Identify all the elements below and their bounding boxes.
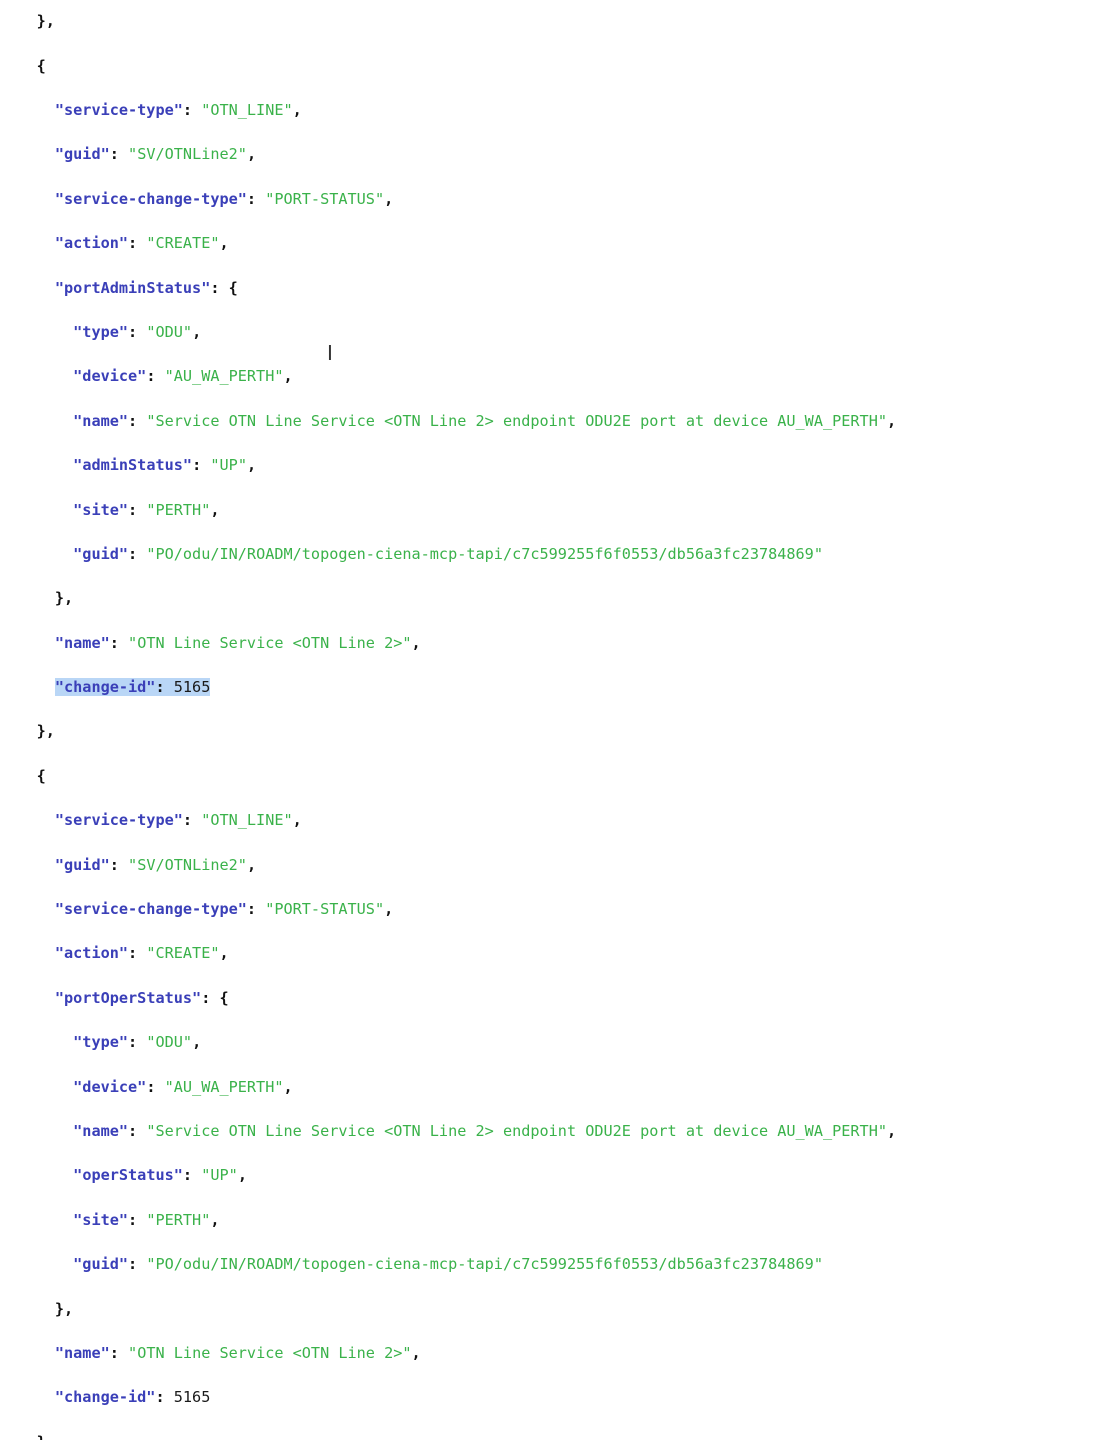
text-cursor-icon: I [327,341,333,365]
type-value: ODU [155,1033,183,1052]
code-line: "guid": "PO/odu/IN/ROADM/topogen-ciena-m… [73,544,823,563]
change-id-value: 5165 [173,1388,211,1407]
code-line: "name": "OTN Line Service <OTN Line 2>", [54,1343,421,1362]
guid-value: SV/OTNLine2 [137,145,238,164]
code-line: "service-type": "OTN_LINE", [54,811,302,830]
record-name-value: OTN Line Service <OTN Line 2> [137,1343,403,1362]
code-line: "operStatus": "UP", [73,1166,247,1185]
code-line: }, [0,722,55,741]
code-line: "type": "ODU", [73,1033,202,1052]
status-name-value: Service OTN Line Service <OTN Line 2> en… [155,1121,878,1140]
code-line: { [0,56,46,75]
site-value: PERTH [155,500,202,519]
code-line: { [0,766,46,785]
code-line: }, [0,12,55,31]
code-line: "site": "PERTH", [73,500,220,519]
code-line: "type": "ODU", [73,322,202,341]
status-name-value: Service OTN Line Service <OTN Line 2> en… [155,411,878,430]
code-line: "guid": "SV/OTNLine2", [54,855,257,874]
action-value: CREATE [155,944,211,963]
change-id-value: 5165 [173,678,211,697]
service-change-type-value: PORT-STATUS [274,189,375,208]
text-selection[interactable]: "change-id": 5165 [54,678,211,697]
code-line: "site": "PERTH", [73,1210,220,1229]
code-line: "device": "AU_WA_PERTH", [73,367,293,386]
state-value: UP [210,1166,229,1185]
code-line: }, [0,1299,74,1318]
code-line: "guid": "PO/odu/IN/ROADM/topogen-ciena-m… [73,1255,823,1274]
state-value: UP [219,456,238,475]
code-line: "service-type": "OTN_LINE", [54,100,302,119]
code-line: "portAdminStatus": { [54,278,238,297]
device-value: AU_WA_PERTH [173,367,275,386]
code-line: }, [0,589,74,608]
site-value: PERTH [155,1210,202,1229]
action-value: CREATE [155,234,211,253]
status-key: portAdminStatus [64,278,202,297]
code-line: "portOperStatus": { [54,988,229,1007]
code-line: "service-change-type": "PORT-STATUS", [54,900,394,919]
type-value: ODU [155,322,183,341]
code-line: "name": "Service OTN Line Service <OTN L… [73,411,897,430]
code-line: "name": "Service OTN Line Service <OTN L… [73,1121,897,1140]
code-line: "change-id": 5165 [54,1388,211,1407]
code-line: }, [0,1431,896,1440]
code-line: "change-id": 5165 [0,676,896,698]
state-key: adminStatus [82,456,183,475]
code-line: "guid": "SV/OTNLine2", [54,145,257,164]
record-name-value: OTN Line Service <OTN Line 2> [137,633,403,652]
service-change-type-value: PORT-STATUS [274,900,375,919]
json-code-view[interactable]: }, { "service-type": "OTN_LINE", "guid":… [0,0,897,1440]
port-guid-value: PO/odu/IN/ROADM/topogen-ciena-mcp-tapi/c… [155,544,814,563]
code-line: "action": "CREATE", [54,944,229,963]
code-line: "name": "OTN Line Service <OTN Line 2>", [54,633,421,652]
port-guid-value: PO/odu/IN/ROADM/topogen-ciena-mcp-tapi/c… [155,1255,814,1274]
state-key: operStatus [82,1166,174,1185]
service-type-value: OTN_LINE [210,811,284,830]
code-line: "action": "CREATE", [54,234,229,253]
code-line: "adminStatus": "UP", [73,456,257,475]
guid-value: SV/OTNLine2 [137,855,238,874]
service-type-value: OTN_LINE [210,100,284,119]
device-value: AU_WA_PERTH [173,1077,275,1096]
code-line: "device": "AU_WA_PERTH", [73,1077,293,1096]
status-key: portOperStatus [64,988,193,1007]
code-line: "service-change-type": "PORT-STATUS", [54,189,394,208]
